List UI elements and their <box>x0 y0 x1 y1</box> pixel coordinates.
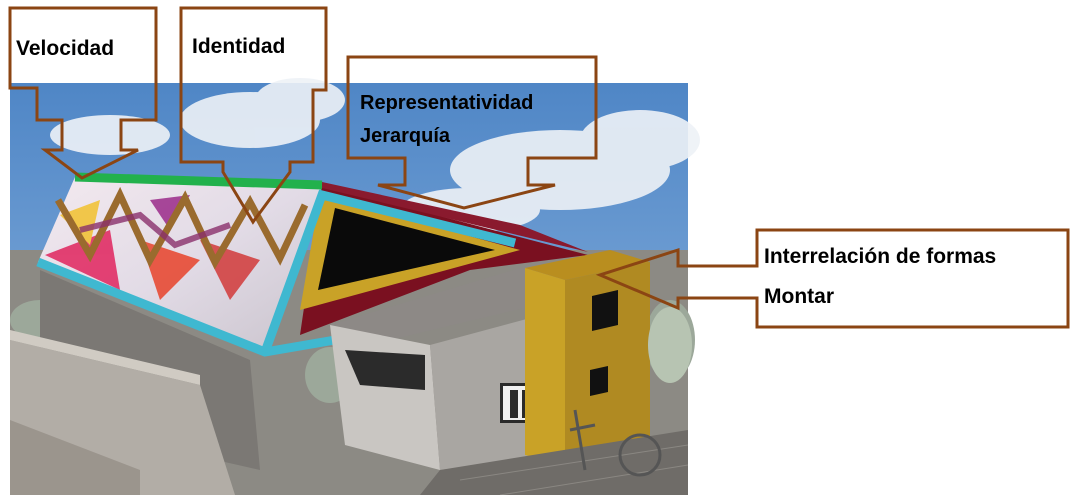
representatividad-label: Representatividad <box>360 92 534 114</box>
tower-window-upper <box>592 290 618 331</box>
representatividad-callout-shape <box>346 55 598 210</box>
yellow-tower-front <box>525 268 565 465</box>
left-wall <box>10 420 140 495</box>
roof-truss-purple <box>79 211 232 249</box>
roof-truss <box>54 186 309 270</box>
identidad-callout-shape <box>179 6 328 225</box>
front-wall-top <box>10 330 200 385</box>
dark-trapezoid-window <box>345 350 425 390</box>
jerarquia-label: Jerarquía <box>360 125 451 147</box>
black-triangle-window <box>318 208 495 290</box>
sculpture <box>569 409 662 477</box>
montar-label: Montar <box>764 285 834 308</box>
velocidad-callout-shape <box>8 6 158 180</box>
yellow-tower-top <box>525 250 650 280</box>
tower-window-lower <box>590 366 608 396</box>
yellow-tower-side <box>565 262 650 465</box>
velocidad-label: Velocidad <box>16 37 115 60</box>
interrelacion-callout-shape <box>595 228 1070 329</box>
identidad-label: Identidad <box>192 35 286 58</box>
maroon-roof-strip <box>322 182 588 252</box>
blue-roof-edge-right <box>260 189 517 354</box>
callout-outlines <box>8 6 1070 329</box>
interrelacion-label: Interrelación de formas <box>764 245 997 268</box>
right-tree <box>648 307 692 383</box>
